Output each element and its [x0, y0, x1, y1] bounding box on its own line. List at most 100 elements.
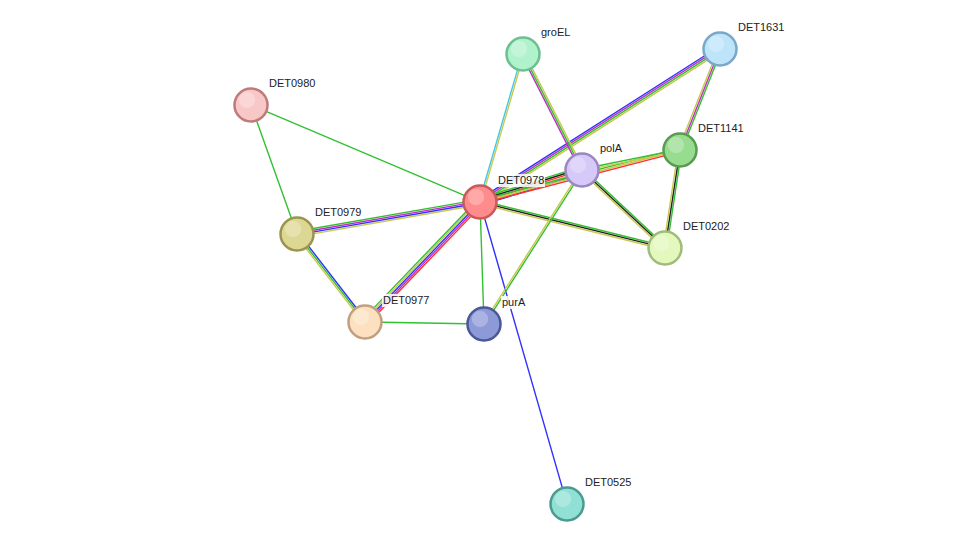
evidence-line [593, 183, 651, 238]
node-label: DET0525 [584, 476, 632, 489]
evidence-line [267, 112, 465, 196]
node-disc [507, 38, 540, 71]
node-label: polA [599, 142, 623, 155]
evidence-line [376, 213, 467, 308]
node-circle [279, 216, 315, 252]
evidence-line [484, 70, 518, 185]
evidence-line [377, 214, 468, 309]
evidence-line [497, 204, 649, 242]
interaction-edge [484, 70, 519, 186]
interaction-edge [492, 184, 573, 310]
protein-node: DET0978 [462, 184, 498, 220]
evidence-line [599, 154, 664, 167]
evidence-line [494, 185, 574, 310]
protein-node: purA [466, 306, 502, 342]
interaction-edge [306, 246, 356, 309]
node-label: DET0202 [682, 220, 730, 233]
node-circle [233, 87, 269, 123]
protein-node: DET0979 [279, 216, 315, 252]
node-circle [347, 304, 383, 340]
node-disc [664, 134, 697, 167]
node-highlight [468, 189, 484, 205]
node-circle [662, 132, 698, 168]
evidence-line [666, 167, 676, 231]
node-circle [564, 152, 600, 188]
evidence-line [374, 212, 465, 307]
evidence-line [382, 322, 467, 323]
node-disc [349, 306, 382, 339]
evidence-line [485, 218, 563, 487]
evidence-line [529, 70, 573, 156]
node-highlight [708, 36, 724, 52]
node-disc [468, 308, 501, 341]
evidence-line [314, 206, 464, 232]
node-highlight [570, 157, 586, 173]
evidence-line [379, 217, 470, 312]
node-disc [649, 232, 682, 265]
node-disc [704, 33, 737, 66]
node-disc [551, 488, 584, 521]
node-highlight [353, 309, 369, 325]
evidence-line [668, 167, 678, 231]
node-circle [505, 36, 541, 72]
evidence-line [378, 215, 469, 310]
interaction-edge [382, 322, 467, 323]
evidence-line [531, 69, 575, 155]
evidence-line [486, 71, 520, 186]
interaction-edge [666, 167, 679, 232]
node-highlight [653, 235, 669, 251]
node-highlight [668, 137, 684, 153]
evidence-line [496, 154, 663, 197]
node-circle [647, 230, 683, 266]
protein-node: DET0525 [549, 486, 585, 522]
evidence-line [257, 121, 292, 218]
node-disc [566, 154, 599, 187]
evidence-line [532, 68, 576, 154]
evidence-line [594, 182, 652, 237]
node-label: DET0977 [382, 294, 430, 307]
protein-node: DET1141 [662, 132, 698, 168]
evidence-line [307, 247, 354, 308]
node-label: DET1141 [697, 122, 745, 135]
protein-node: DET0977 [347, 304, 383, 340]
node-label: DET1631 [737, 21, 785, 34]
node-highlight [555, 491, 571, 507]
evidence-line [306, 248, 353, 309]
node-circle [466, 306, 502, 342]
protein-node: DET1631 [702, 31, 738, 67]
node-label: groEL [540, 26, 571, 39]
protein-node: groEL [505, 36, 541, 72]
evidence-line [596, 180, 654, 235]
evidence-line [492, 184, 572, 309]
protein-node: polA [564, 152, 600, 188]
evidence-line [493, 56, 704, 191]
evidence-line [309, 246, 356, 307]
interaction-edge [267, 112, 465, 196]
node-highlight [285, 221, 301, 237]
node-circle [462, 184, 498, 220]
interaction-edge [257, 121, 292, 218]
evidence-line [481, 219, 484, 307]
node-label: DET0979 [314, 206, 362, 219]
node-label: purA [501, 296, 526, 309]
protein-node: DET0980 [233, 87, 269, 123]
evidence-line [313, 202, 463, 228]
node-highlight [511, 41, 527, 57]
interaction-edge [529, 68, 576, 155]
interaction-edge [374, 212, 470, 312]
node-highlight [239, 92, 255, 108]
interaction-edge [593, 180, 654, 237]
interaction-edge [313, 202, 463, 233]
node-disc [281, 218, 314, 251]
evidence-line [494, 57, 705, 192]
node-label: DET0978 [497, 174, 545, 187]
node-circle [702, 31, 738, 67]
interaction-edge [496, 153, 664, 200]
node-circle [549, 486, 585, 522]
node-highlight [472, 311, 488, 327]
node-disc [464, 186, 497, 219]
protein-node: DET0202 [647, 230, 683, 266]
node-label: DET0980 [268, 77, 316, 90]
